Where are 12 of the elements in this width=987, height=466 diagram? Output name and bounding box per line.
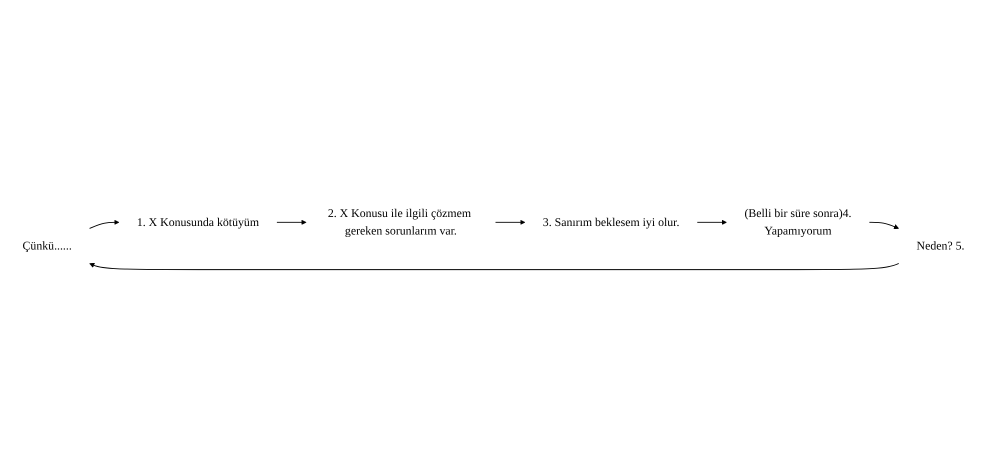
node-text: Çünkü......: [22, 240, 72, 253]
arrow: [696, 220, 727, 226]
arrow: [495, 220, 526, 226]
node-text: Neden? 5.: [916, 240, 964, 253]
arrow: [89, 263, 900, 270]
node-text: (Belli bir süre sonra)4. Yapamıyorum: [744, 207, 852, 238]
arrow: [276, 220, 307, 226]
node-text: 3. Sanırım beklesem iyi olur.: [542, 216, 680, 230]
node-text: 2. X Konusu ile ilgili çözmem gereken sorunlarım var.: [328, 207, 472, 238]
arrow: [89, 220, 120, 230]
node-text: 1. X Konusunda kötüyüm: [136, 216, 260, 230]
arrow: [868, 222, 900, 230]
